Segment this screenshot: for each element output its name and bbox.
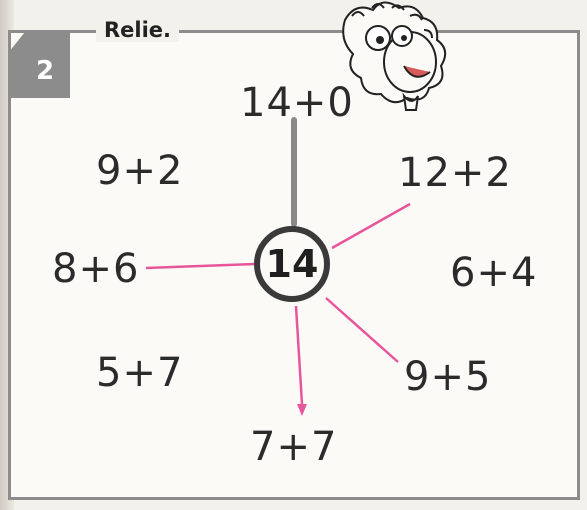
expression-lower-left: 5+7: [96, 350, 184, 396]
expression-top: 14+0: [240, 80, 354, 126]
expression-right: 6+4: [450, 250, 538, 296]
center-number: 14: [265, 242, 319, 286]
connector-lower-right: [325, 297, 399, 363]
expression-bottom: 7+7: [250, 424, 338, 470]
connector-left: [145, 262, 257, 270]
exercise-number: 2: [36, 56, 55, 86]
exercise-title: Relie.: [96, 18, 180, 42]
arrowhead-bottom: [297, 404, 307, 416]
cartoon-face-icon: [342, 1, 447, 111]
exercise-number-tab: [8, 30, 70, 98]
expression-upper-left: 9+2: [96, 148, 184, 194]
expression-lower-right: 9+5: [404, 354, 492, 400]
center-target-circle: 14: [254, 226, 330, 302]
connector-upper-right: [331, 202, 411, 250]
expression-left: 8+6: [52, 246, 140, 292]
connector-bottom: [294, 305, 304, 405]
expression-upper-right: 12+2: [398, 150, 512, 196]
